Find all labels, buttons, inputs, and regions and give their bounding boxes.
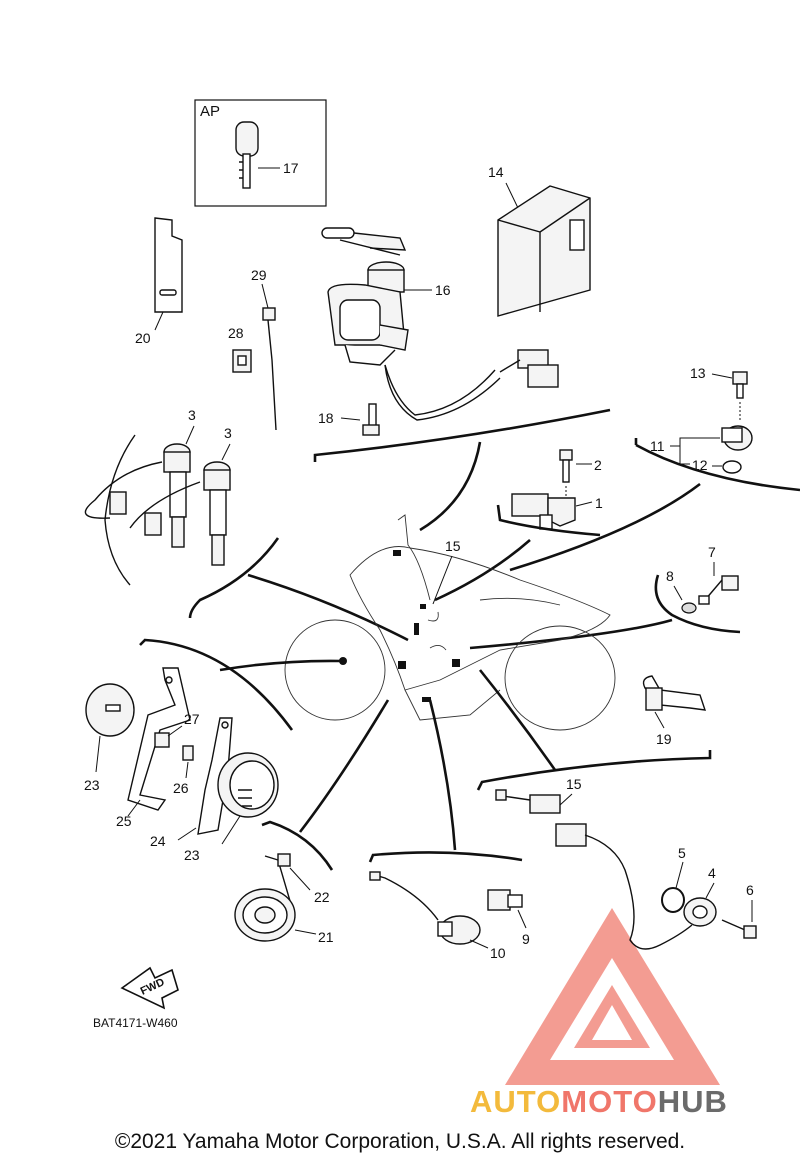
callout-16: 16 (435, 282, 451, 298)
sensor-4-icon (683, 897, 717, 927)
callout-25: 25 (116, 813, 132, 829)
callout-8: 8 (666, 568, 674, 584)
callout-20: 20 (135, 330, 151, 346)
main-switch-connector-icon (517, 349, 559, 388)
cap-23-left-icon (85, 683, 135, 737)
washer-8-icon (681, 602, 697, 614)
callout-24: 24 (150, 833, 166, 849)
callout-23a: 23 (84, 777, 100, 793)
nut-27-icon (154, 732, 170, 748)
bracket-25-icon (127, 667, 191, 811)
callout-23b: 23 (184, 847, 200, 863)
callout-13: 13 (690, 365, 706, 381)
bolt-18-icon (362, 403, 380, 436)
callout-2: 2 (594, 457, 602, 473)
callout-10: 10 (490, 945, 506, 961)
screw-2-icon (559, 449, 573, 483)
sensor-10-icon (369, 871, 481, 945)
callout-17: 17 (283, 160, 299, 176)
callout-15b: 15 (566, 776, 582, 792)
callout-21: 21 (318, 929, 334, 945)
forward-arrow-icon: FWD (120, 966, 179, 1010)
horn-23-right-icon (217, 752, 279, 818)
motorcycle-outline (284, 514, 616, 731)
ap-spare-key-box: AP 17 (194, 99, 327, 207)
watermark-hub: HUB (657, 1084, 728, 1119)
harness-15-icon (495, 789, 693, 950)
bolt-26-icon (182, 745, 194, 761)
clip-28-icon (232, 349, 252, 373)
screw-13-icon (732, 371, 748, 399)
horn-21-icon (234, 855, 296, 942)
bolt-6-icon (721, 919, 757, 939)
callout-3a: 3 (188, 407, 196, 423)
ignition-coil-3-icon (163, 443, 231, 566)
callout-14: 14 (488, 164, 504, 180)
watermark-logo-icon (505, 908, 720, 1085)
watermark-text: AUTOMOTOHUB (470, 1084, 800, 1120)
callout-1: 1 (595, 495, 603, 511)
callout-28: 28 (228, 325, 244, 341)
o-ring-5-icon (661, 887, 685, 913)
callout-22: 22 (314, 889, 330, 905)
callout-9: 9 (522, 931, 530, 947)
key-17-icon (235, 121, 259, 189)
callout-15a: 15 (445, 538, 461, 554)
callout-27: 27 (184, 711, 200, 727)
bracket-24-icon (197, 717, 233, 835)
callout-4: 4 (708, 865, 716, 881)
o-ring-12-icon (722, 460, 742, 474)
callout-11: 11 (650, 438, 665, 454)
callout-6: 6 (746, 882, 754, 898)
clamp-19-icon (642, 675, 707, 711)
cable-tie-29-icon (262, 307, 277, 431)
plate-20-icon (154, 217, 183, 313)
callout-3b: 3 (224, 425, 232, 441)
watermark-moto: MOTO (561, 1084, 658, 1119)
callout-19: 19 (656, 731, 672, 747)
nut-22-icon (277, 853, 291, 867)
main-switch-16-icon (321, 227, 409, 366)
diagram-code: BAT4171-W460 (93, 1016, 178, 1030)
callout-26: 26 (173, 780, 189, 796)
callout-7: 7 (708, 544, 716, 560)
callout-18: 18 (318, 410, 334, 426)
callout-29: 29 (251, 267, 267, 283)
callout-5: 5 (678, 845, 686, 861)
ecu-14-icon (497, 185, 591, 317)
copyright-notice: ©2021 Yamaha Motor Corporation, U.S.A. A… (114, 1130, 686, 1153)
ap-label: AP (200, 103, 220, 120)
sensor-11-icon (721, 425, 753, 451)
watermark-auto: AUTO (470, 1084, 562, 1119)
switch-9-icon (487, 889, 523, 911)
sensor-7-icon (698, 575, 739, 605)
